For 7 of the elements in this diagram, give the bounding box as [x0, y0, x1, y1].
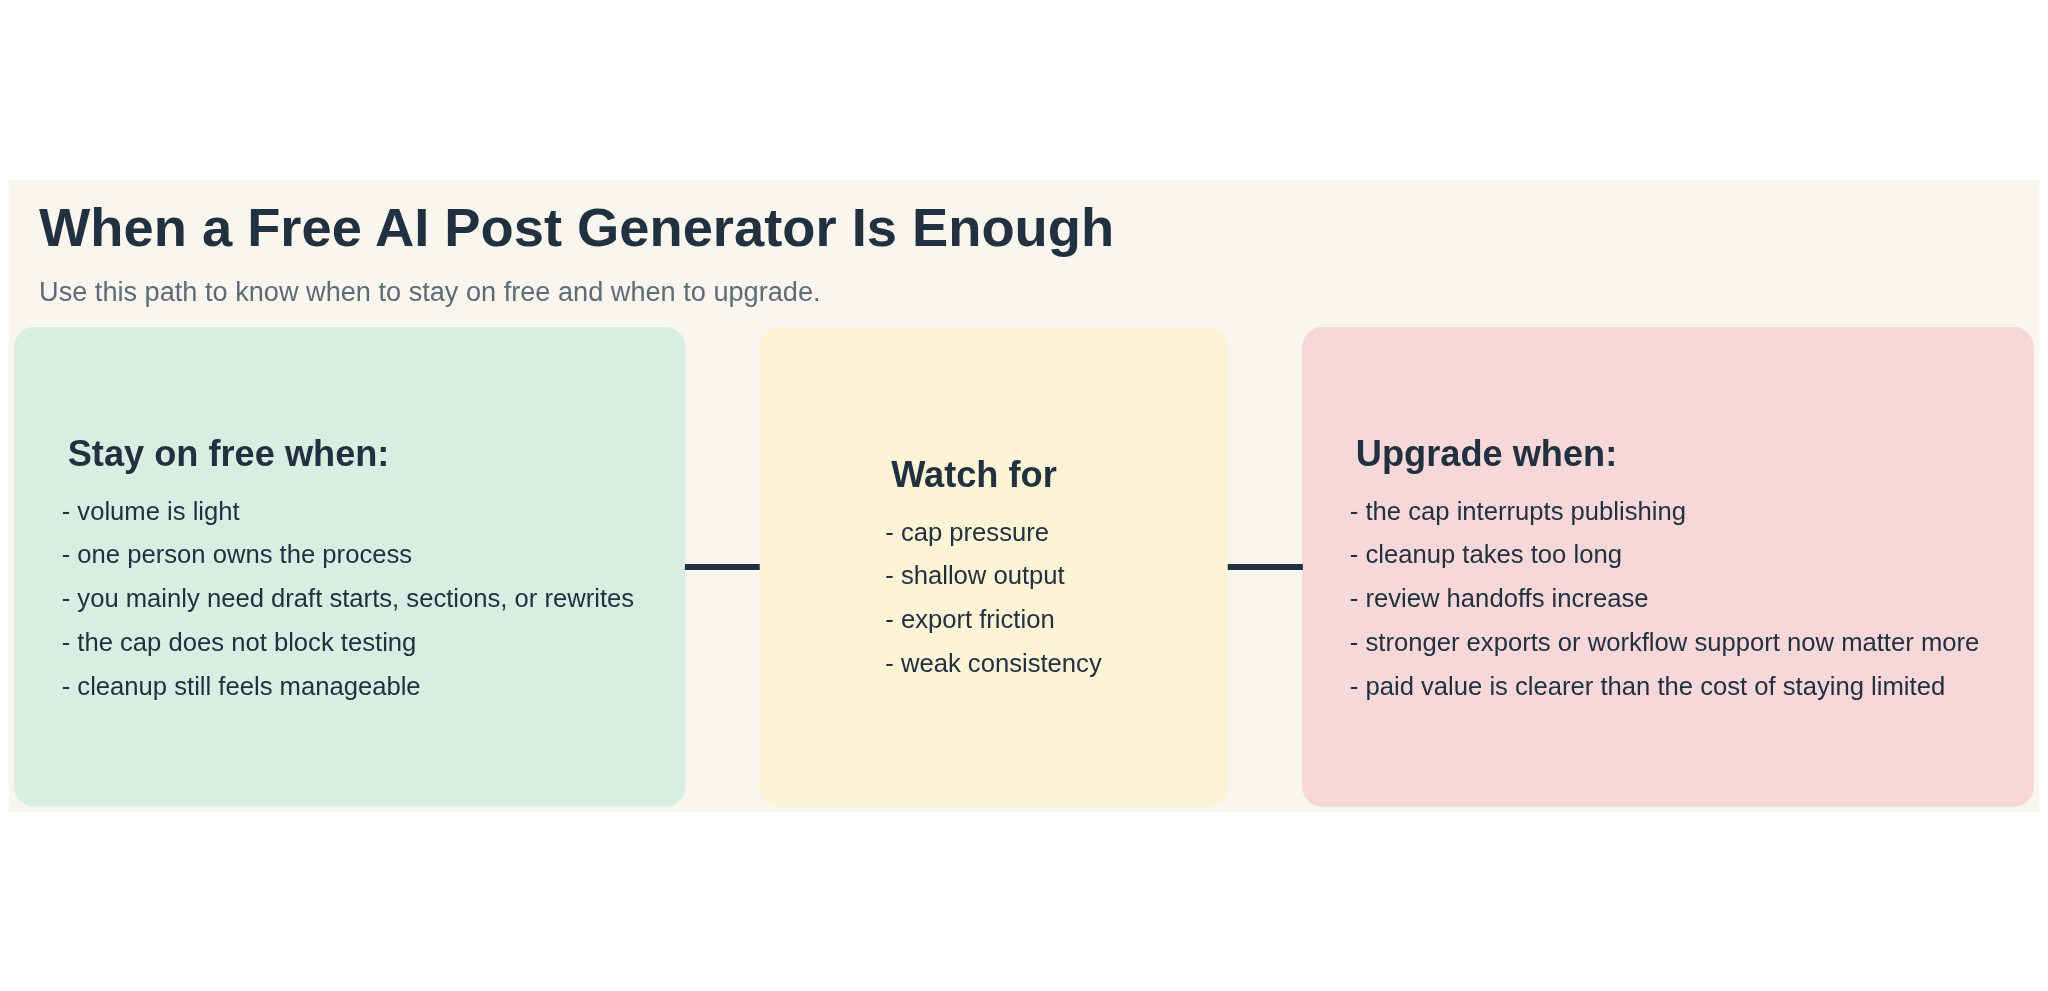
diagram-title: When a Free AI Post Generator Is Enough: [39, 196, 1115, 258]
connector: [1227, 563, 1303, 570]
node-box: Stay on free when: - volume is light - one person owns the process - you mainly need draft starts, sections, or rewrites - the cap does not block testing - cleanup still feels manageable: [14, 326, 686, 807]
caption: Use this path to know when to stay on free and when to upgrade.: [39, 275, 821, 307]
node-box: Watch for - cap pressure - shallow output - export friction - weak consistency: [759, 326, 1229, 807]
node-box: Upgrade when: - the cap interrupts publishing - cleanup takes too long - review handoffs increase - stronger exports or workflow support now matter more - paid value is clearer than the cost of staying limited: [1302, 326, 2034, 807]
connector: [684, 563, 760, 570]
